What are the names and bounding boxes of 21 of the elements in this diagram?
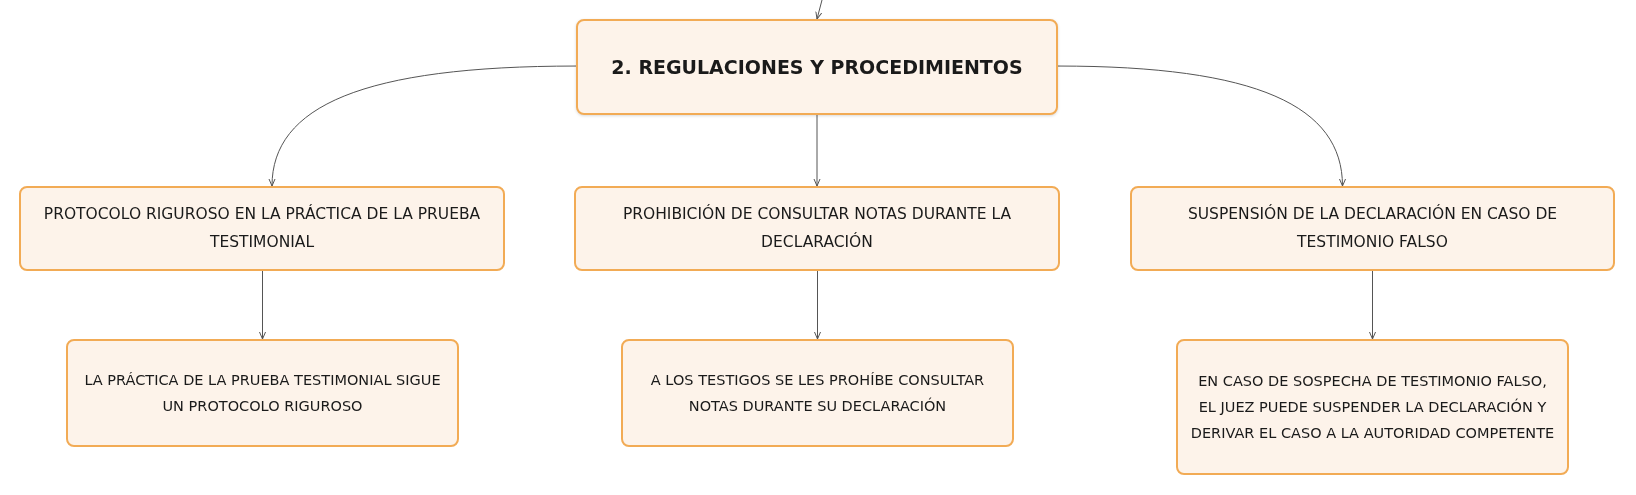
arrow — [814, 270, 821, 340]
node-text: EN CASO DE SOSPECHA DE TESTIMONIO FALSO, EL JUEZ PUEDE SUSPENDER LA DECLARACIÓN Y DERIVAR EL CASO A LA AUTORIDAD COMPETENTE — [1189, 371, 1556, 444]
concept-box — [574, 186, 1060, 271]
concept-box — [1176, 339, 1569, 475]
arrow — [1057, 65, 1346, 187]
concept-box — [1130, 186, 1615, 271]
node-text: SUSPENSIÓN DE LA DECLARACIÓN EN CASO DE TESTIMONIO FALSO — [1186, 203, 1559, 253]
node-text: A LOS TESTIGOS SE LES PROHÍBE CONSULTAR NOTAS DURANTE SU DECLARACIÓN — [649, 370, 986, 416]
arrow — [813, 114, 821, 187]
concept-box — [66, 339, 459, 447]
arrow — [1369, 270, 1376, 340]
node-text: LA PRÁCTICA DE LA PRUEBA TESTIMONIAL SIGUE UN PROTOCOLO RIGUROSO — [83, 370, 442, 416]
node-text: PROTOCOLO RIGUROSO EN LA PRÁCTICA DE LA PRUEBA TESTIMONIAL — [42, 203, 482, 253]
node-text: PROHIBICIÓN DE CONSULTAR NOTAS DURANTE LA DECLARACIÓN — [621, 203, 1013, 253]
arrow — [815, 0, 823, 20]
topic-box — [576, 19, 1058, 115]
concept-box — [621, 339, 1014, 447]
arrow — [259, 270, 266, 340]
concept-box — [19, 186, 505, 271]
node-text: 2. REGULACIONES Y PROCEDIMIENTOS — [611, 56, 1023, 78]
arrow — [269, 65, 577, 187]
